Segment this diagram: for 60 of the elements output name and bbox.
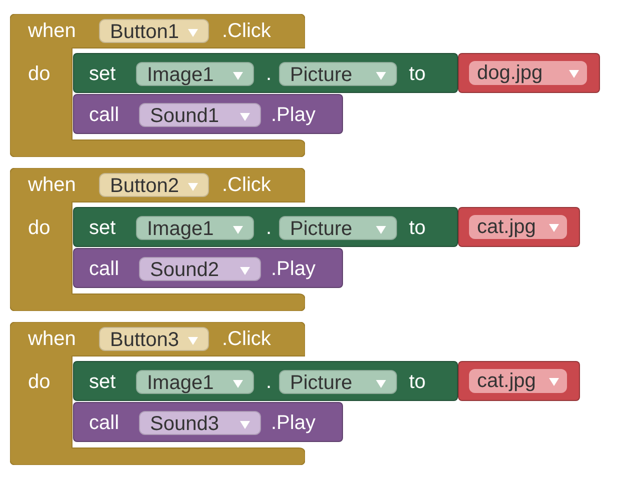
block-keyword: .Play <box>271 103 316 127</box>
property-dropdown <box>279 370 397 394</box>
block-keyword: set <box>89 216 116 240</box>
block-keyword: set <box>89 370 116 394</box>
block-keyword: call <box>89 411 120 435</box>
block-keyword: set <box>89 62 116 86</box>
dropdown-value: Sound2 <box>150 258 219 282</box>
dropdown-value: Picture <box>290 217 352 241</box>
component-dropdown <box>99 173 209 197</box>
block-keyword: to <box>409 62 426 86</box>
dropdown-value: Picture <box>290 63 352 87</box>
block-keyword: . <box>266 216 272 240</box>
property-dropdown <box>279 62 397 86</box>
block-keyword: .Click <box>222 327 271 351</box>
block-keyword: .Play <box>271 257 316 281</box>
block-keyword: call <box>89 103 120 127</box>
component-dropdown <box>99 327 209 351</box>
block-keyword: .Click <box>222 19 271 43</box>
setter-block <box>73 53 458 93</box>
block-keyword: when <box>28 173 76 197</box>
component-dropdown <box>139 411 261 435</box>
component-dropdown <box>136 370 254 394</box>
block-keyword: to <box>409 370 426 394</box>
dropdown-value: Image1 <box>147 63 214 87</box>
block-keyword: when <box>28 327 76 351</box>
block-keyword: when <box>28 19 76 43</box>
block-keyword: . <box>266 62 272 86</box>
text-field: cat.jpg <box>469 369 567 393</box>
dropdown-value: Picture <box>290 371 352 395</box>
text-block <box>458 361 580 401</box>
component-dropdown <box>136 216 254 240</box>
dropdown-value: Image1 <box>147 371 214 395</box>
text-field: cat.jpg <box>469 215 567 239</box>
dropdown-value: Image1 <box>147 217 214 241</box>
block-keyword: .Click <box>222 173 271 197</box>
block-keyword: do <box>28 216 50 240</box>
component-dropdown <box>139 103 261 127</box>
text-block <box>458 207 580 247</box>
block-keyword: call <box>89 257 120 281</box>
setter-block <box>73 207 458 247</box>
dropdown-value: Button2 <box>110 174 179 198</box>
method-call-block <box>73 248 343 288</box>
text-field: dog.jpg <box>469 61 587 85</box>
block-keyword: . <box>266 370 272 394</box>
method-call-block <box>73 402 343 442</box>
component-dropdown <box>139 257 261 281</box>
block-keyword: to <box>409 216 426 240</box>
setter-block <box>73 361 458 401</box>
dropdown-value: Button3 <box>110 328 179 352</box>
block-keyword: do <box>28 62 50 86</box>
text-block <box>458 53 600 93</box>
dropdown-value: Sound3 <box>150 412 219 436</box>
component-dropdown <box>99 19 209 43</box>
dropdown-value: Button1 <box>110 20 179 44</box>
property-dropdown <box>279 216 397 240</box>
block-keyword: do <box>28 370 50 394</box>
block-keyword: .Play <box>271 411 316 435</box>
dropdown-value: Sound1 <box>150 104 219 128</box>
method-call-block <box>73 94 343 134</box>
component-dropdown <box>136 62 254 86</box>
